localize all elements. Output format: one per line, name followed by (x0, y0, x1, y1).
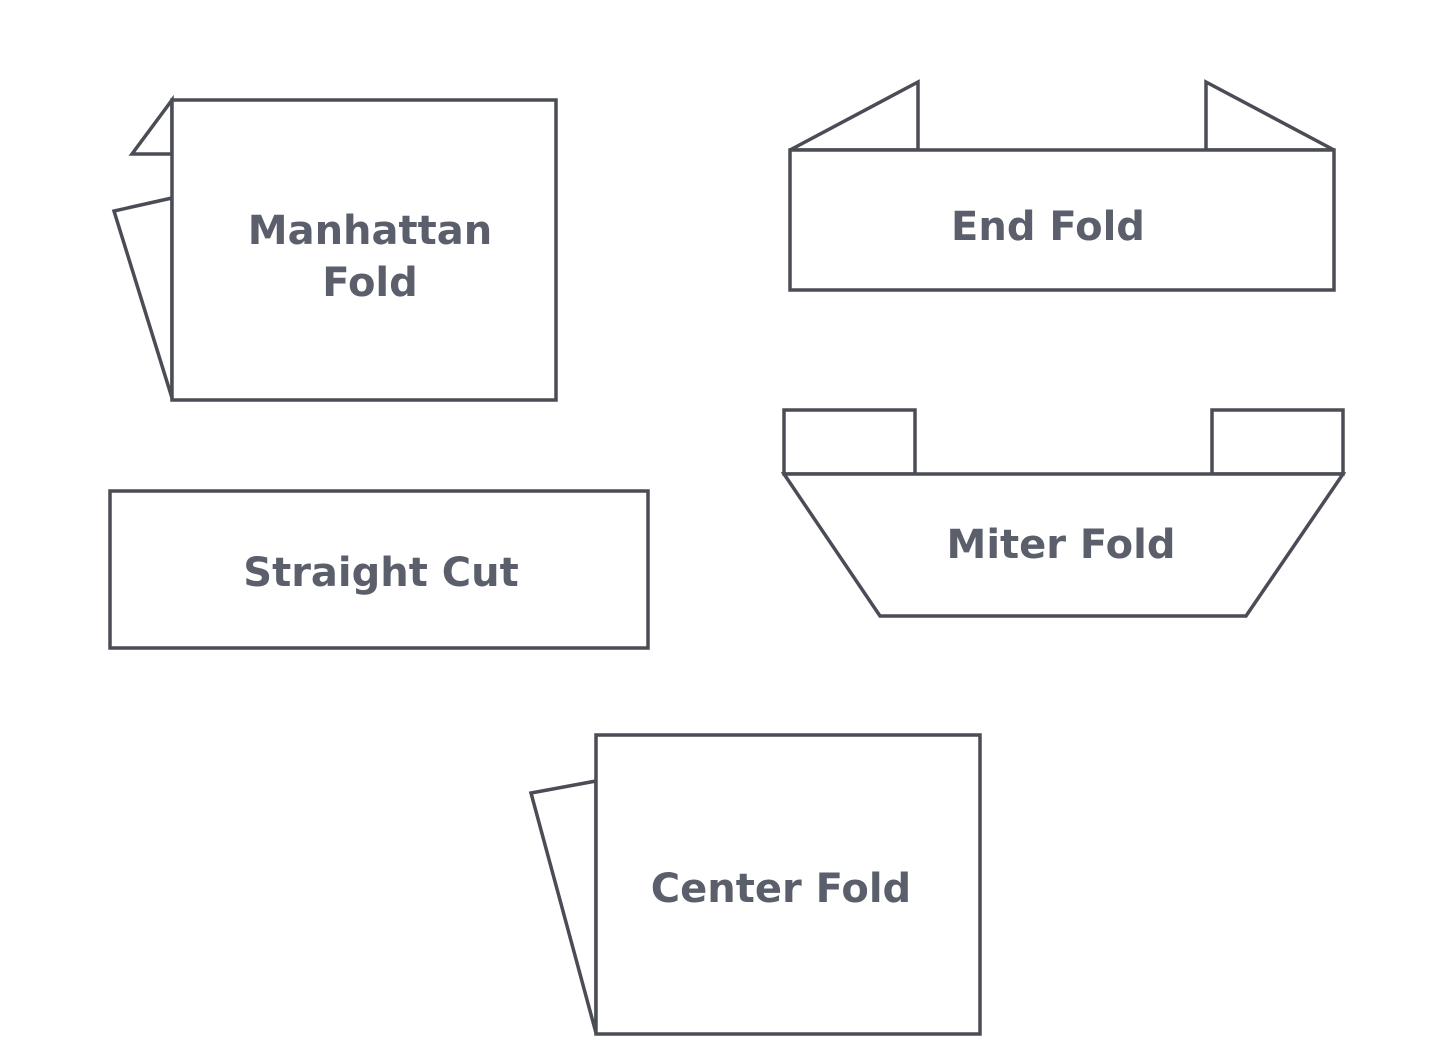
center-fold-side-flap (528, 778, 598, 1034)
miter-fold-label: Miter Fold (947, 522, 1176, 568)
miter-fold-right-tab (1210, 408, 1345, 476)
manhattan-fold-label-line1: Manhattan (248, 208, 492, 254)
manhattan-panel (170, 98, 558, 402)
center-fold-shape: Center Fold (528, 733, 982, 1036)
manhattan-fold-label-line2: Fold (322, 260, 418, 306)
straight-cut-shape: Straight Cut (108, 489, 650, 650)
miter-fold-panel (780, 472, 1347, 618)
end-fold-left-flap (789, 79, 920, 152)
end-fold-panel (788, 148, 1336, 292)
end-fold-right-flap (1204, 79, 1335, 152)
manhattan-side-flap (111, 195, 174, 399)
miter-fold-left-tab (782, 408, 917, 476)
center-fold-panel (594, 733, 982, 1036)
end-fold-shape: End Fold (788, 79, 1336, 292)
manhattan-fold-shape: Manhattan Fold (111, 94, 558, 402)
miter-fold-shape: Miter Fold (780, 408, 1347, 618)
end-fold-label: End Fold (951, 204, 1145, 250)
straight-cut-panel (108, 489, 650, 650)
straight-cut-label: Straight Cut (243, 550, 518, 596)
manhattan-top-flap (128, 94, 174, 156)
center-fold-label: Center Fold (651, 866, 911, 912)
